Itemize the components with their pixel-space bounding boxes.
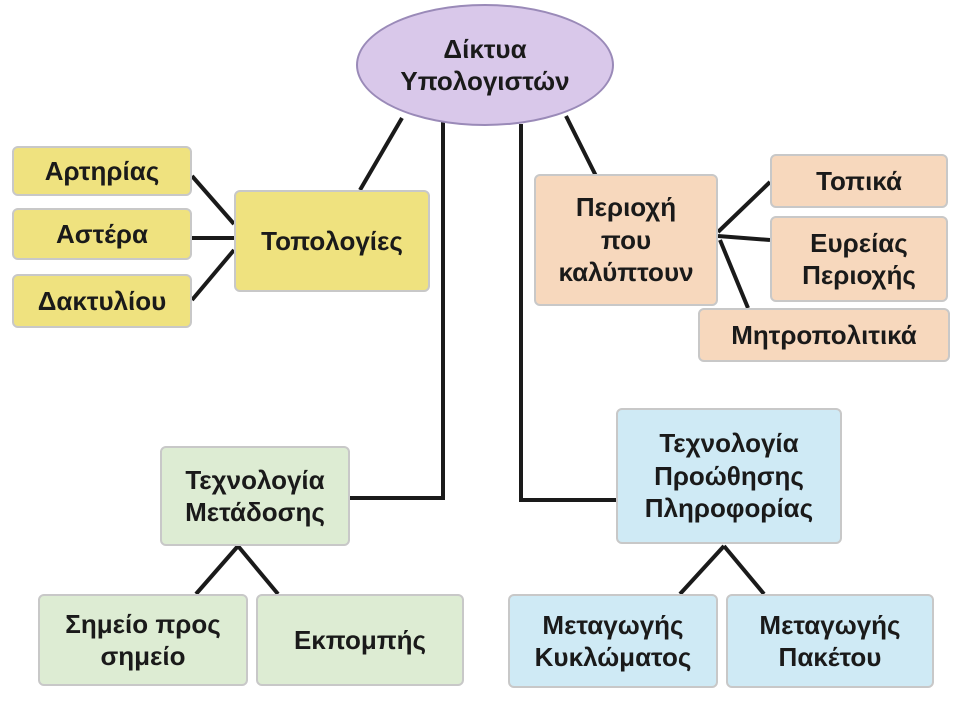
connector-forwarding-paketou [722,544,766,596]
connector-coverage-mitropolitika [718,239,750,309]
connector-root-topologies [358,116,404,192]
connector-forwarding-kyklomatos [678,544,726,596]
topology-item-daktyliou: Δακτυλίου [12,274,192,328]
root-node: Δίκτυα Υπολογιστών [356,4,614,126]
connector-root-forwarding [519,124,616,502]
topology-item-astera: Αστέρα [12,208,192,260]
connector-coverage-topika [716,180,772,234]
coverage-node: Περιοχή που καλύπτουν [534,174,718,306]
connector-transmission-simeio [194,544,240,596]
connector-topologies-daktyliou [190,248,236,302]
connector-coverage-evreias [717,234,771,242]
transmission-item-ekpompis: Εκπομπής [256,594,464,686]
coverage-item-topika: Τοπικά [770,154,948,208]
forwarding-item-paketou: Μεταγωγής Πακέτου [726,594,934,688]
topology-item-artirias: Αρτηρίας [12,146,192,196]
coverage-item-mitropolitika: Μητροπολιτικά [698,308,950,362]
topologies-node: Τοπολογίες [234,190,430,292]
coverage-item-evreias: Ευρείας Περιοχής [770,216,948,302]
connector-topologies-artirias [190,174,236,226]
connector-transmission-ekpompis [236,544,280,596]
transmission-node: Τεχνολογία Μετάδοσης [160,446,350,546]
transmission-item-simeio: Σημείο προς σημείο [38,594,248,686]
connector-root-transmission [350,122,445,500]
connector-root-coverage [564,115,598,177]
forwarding-item-kyklomatos: Μεταγωγής Κυκλώματος [508,594,718,688]
forwarding-node: Τεχνολογία Προώθησης Πληροφορίας [616,408,842,544]
